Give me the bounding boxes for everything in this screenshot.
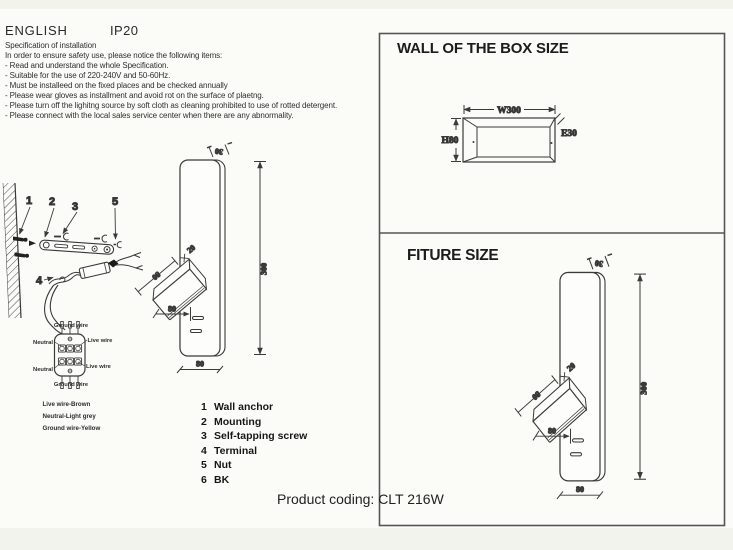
dim-w300: W300 xyxy=(463,105,556,117)
mounting-bar xyxy=(39,239,115,255)
switch-slot xyxy=(190,329,202,333)
dim-e30: E30 xyxy=(553,113,578,140)
product-code: CLT 216W xyxy=(378,491,444,507)
spec-title: Specification of installation xyxy=(5,41,97,50)
legend-neutral: Neutral-Light grey xyxy=(43,413,97,420)
wire-color-legend: Live wire-Brown Neutral-Light grey Groun… xyxy=(43,401,101,432)
callout-1: 1 xyxy=(26,195,32,207)
spec-item: - Must be installeed on the fixed places… xyxy=(5,81,228,90)
language-label: ENGLISH xyxy=(5,23,68,38)
product-coding: Product coding: CLT 216W xyxy=(277,491,444,507)
legend-live: Live wire-Brown xyxy=(43,401,91,408)
fixture-drawing: 30 300 80 xyxy=(134,141,269,374)
ip-rating: IP20 xyxy=(110,23,139,38)
callout-3: 3 xyxy=(72,201,78,213)
dim-width: 80 xyxy=(176,359,224,374)
insert-arrow-icon xyxy=(29,240,36,246)
switch-slot xyxy=(192,316,204,320)
nut-icon xyxy=(113,241,122,249)
dim-head-offset: 80 xyxy=(152,304,191,321)
spec-item: - Please wear gloves as installment and … xyxy=(5,91,264,100)
box-edge-dim: E30 xyxy=(561,129,577,139)
fixture-panel-title: FITURE SIZE xyxy=(407,247,499,264)
wire-label-ground-top: Ground wire xyxy=(54,323,89,329)
spec-item: - Read and understand the whole Specific… xyxy=(5,61,169,70)
info-panel-frame xyxy=(378,32,726,527)
scan-edge-top xyxy=(0,0,733,9)
wire-label-live-top: Live wire xyxy=(88,338,114,344)
box-panel-title: WALL OF THE BOX SIZE xyxy=(397,40,569,57)
screw-icon xyxy=(54,232,69,241)
callouts: 1 2 3 5 4 xyxy=(19,195,119,288)
wiring-labels: Ground wire Neutral Live wire Neutral Li… xyxy=(33,323,113,388)
callout-5: 5 xyxy=(112,196,118,208)
wall-anchor-icon xyxy=(13,236,28,242)
box-width-dim: W300 xyxy=(497,106,521,116)
header: ENGLISH IP20 xyxy=(5,23,138,38)
spec-item: - Please connect with the local sales se… xyxy=(5,111,294,120)
spec-item: - Suitable for the use of 220-240V and 5… xyxy=(5,71,171,80)
callout-4: 4 xyxy=(36,275,43,287)
fixture-width-dim: 80 xyxy=(196,360,204,369)
screw-icon xyxy=(94,234,108,243)
fixture-depth-dim: 30 xyxy=(214,147,223,157)
product-coding-label: Product coding: xyxy=(277,491,375,507)
spec-item: - Please turn off the lighitng source by… xyxy=(5,101,338,110)
wire-label-neutral-top: Neutral xyxy=(33,340,53,346)
fixture-drawing-panel-copy xyxy=(515,254,649,499)
dim-h80: H80 xyxy=(441,118,461,162)
dim-height: 300 xyxy=(254,161,269,355)
spec-block: Specification of installation In order t… xyxy=(5,41,337,121)
assembly-diagram: 1 2 3 5 4 xyxy=(2,182,144,432)
terminal-connector xyxy=(48,252,144,288)
box-height-dim: H80 xyxy=(442,136,459,146)
fixture-height-dim: 300 xyxy=(260,263,269,275)
wall-section xyxy=(2,182,22,319)
spec-intro: In order to ensure safety use, please no… xyxy=(5,51,223,60)
head-offset-dim: 80 xyxy=(168,305,176,314)
legend-ground: Ground wire-Yellow xyxy=(43,425,101,432)
scan-edge-bottom xyxy=(0,528,733,550)
wire-label-neutral-bottom: Neutral xyxy=(33,367,53,373)
box-size-drawing: W300 H80 E30 xyxy=(441,105,578,163)
wire-label-live-bottom: Live wire xyxy=(86,364,112,370)
terminal-block xyxy=(53,321,88,389)
dim-depth: 30 xyxy=(206,141,233,158)
wire-label-ground-bottom: Ground wire xyxy=(54,382,89,388)
wall-anchor-icon xyxy=(14,252,29,258)
callout-2: 2 xyxy=(49,196,55,208)
cable xyxy=(44,284,66,335)
